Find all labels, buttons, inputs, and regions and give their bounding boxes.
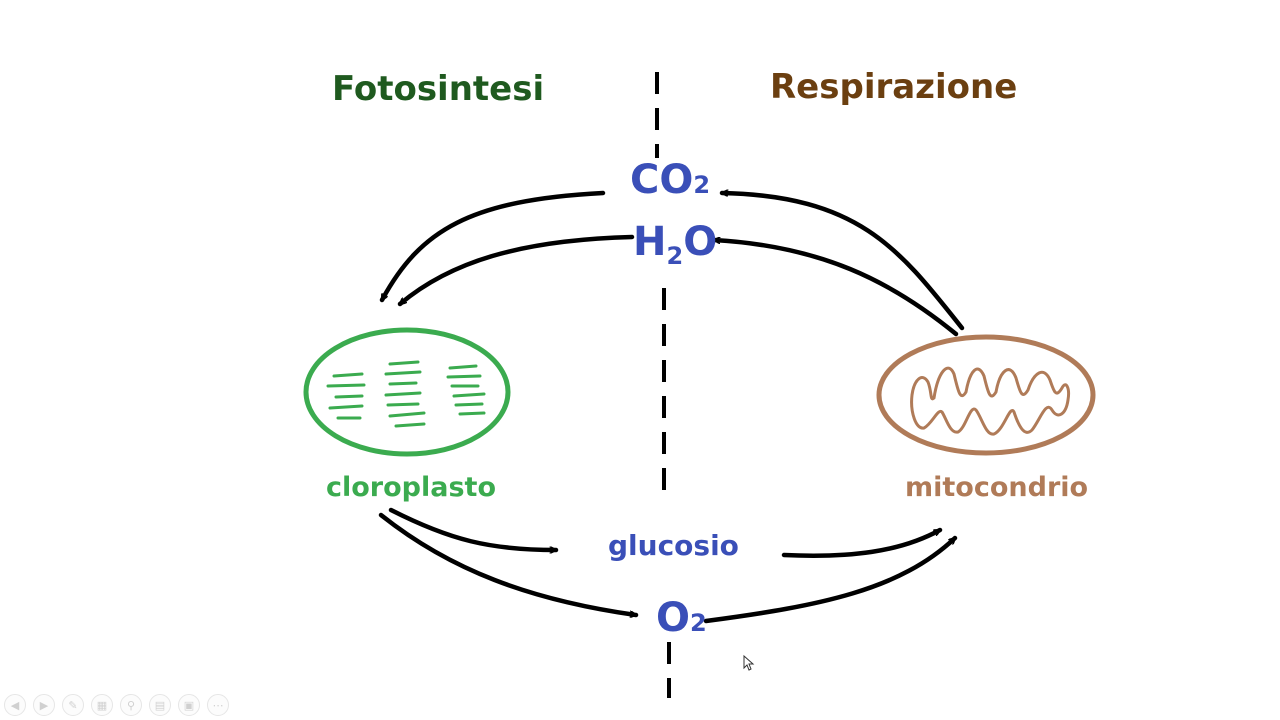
more-icon[interactable]: ⋯ — [207, 694, 229, 716]
arrow-o2-to-mitochondrion — [703, 535, 958, 624]
presentation-toolbar: ◀ ▶ ✎ ▦ ⚲ ▤ ▣ ⋯ — [4, 694, 229, 716]
chloroplast-label: cloroplasto — [326, 472, 497, 503]
arrow-h2o-to-chloroplast — [397, 234, 635, 307]
h2o-label: H2O — [633, 219, 718, 270]
arrow-co2-to-chloroplast — [379, 190, 606, 303]
slides-icon[interactable]: ▦ — [91, 694, 113, 716]
arrow-mitochondrion-to-h2o — [711, 240, 959, 337]
cursor-icon — [743, 654, 755, 671]
arrow-right-icon[interactable]: ▶ — [33, 694, 55, 716]
subtitles-icon[interactable]: ▤ — [149, 694, 171, 716]
arrow-mitochondrion-to-co2 — [719, 193, 965, 331]
arrow-chloroplast-to-glucosio — [388, 507, 559, 550]
co2-label: CO2 — [630, 157, 711, 203]
arrow-chloroplast-to-o2 — [378, 512, 639, 615]
arrows — [378, 190, 965, 624]
mitochondrion-icon — [876, 334, 1096, 456]
zoom-icon[interactable]: ⚲ — [120, 694, 142, 716]
screen-icon[interactable]: ▣ — [178, 694, 200, 716]
divider-line — [655, 72, 671, 698]
mitochondrion-label: mitocondrio — [905, 472, 1089, 503]
title-fotosintesi: Fotosintesi — [332, 69, 545, 109]
chloroplast-icon — [303, 327, 511, 457]
arrow-left-icon[interactable]: ◀ — [4, 694, 26, 716]
title-respirazione: Respirazione — [770, 67, 1018, 107]
glucosio-label: glucosio — [608, 529, 739, 562]
pen-icon[interactable]: ✎ — [62, 694, 84, 716]
arrow-glucosio-to-mitochondrion — [781, 527, 943, 558]
o2-label: O2 — [656, 595, 707, 641]
